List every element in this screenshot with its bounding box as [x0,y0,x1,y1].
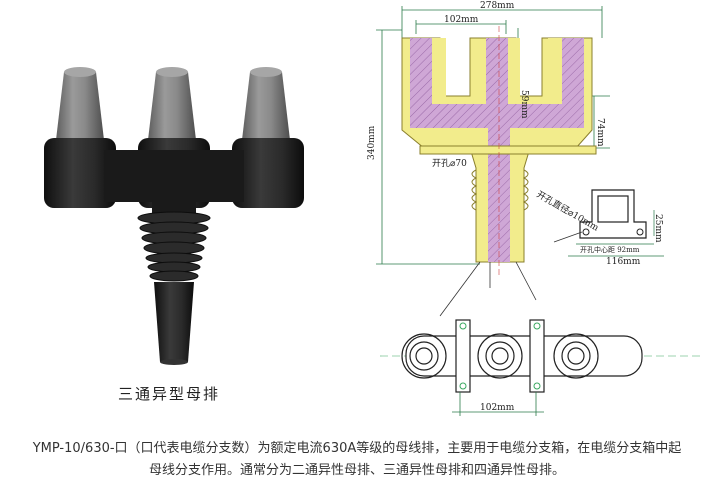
figure-frame: 三通异型母排 [0,0,714,432]
dim-59: 59mm [519,90,529,119]
detail-116: 116mm [606,257,641,267]
detail-92: 开孔中心距 92mm [580,245,640,254]
dim-74: 74mm [595,118,605,147]
product-photo: 三通异型母排 [0,0,340,432]
dimension-drawing: 278mm 102mm 59mm 340mm 74mm 开孔⌀70 开孔直径⌀1… [367,1,704,416]
photo-caption-label: 三通异型母排 [118,385,221,403]
caption-text: YMP-10/630-口（口代表电缆分支数）为额定电流630A等级的母线排，主要… [0,438,714,482]
caption-line-2: 母线分支作用。通常分为二通异性母排、三通异性母排和四通异性母排。 [148,463,565,478]
dim-spacing-top: 102mm [444,15,479,25]
technical-drawing: 278mm 102mm 59mm 340mm 74mm 开孔⌀70 开孔直径⌀1… [340,0,714,432]
dim-spacing-bottom: 102mm [480,403,515,413]
dim-width-top: 278mm [480,1,515,11]
detail-25: 25mm [653,214,663,243]
caption-line-1: YMP-10/630-口（口代表电缆分支数）为额定电流630A等级的母线排，主要… [32,441,682,456]
dim-height: 340mm [367,125,377,160]
busbar-photo-image [44,67,304,365]
hole-label: 开孔⌀70 [432,158,467,169]
